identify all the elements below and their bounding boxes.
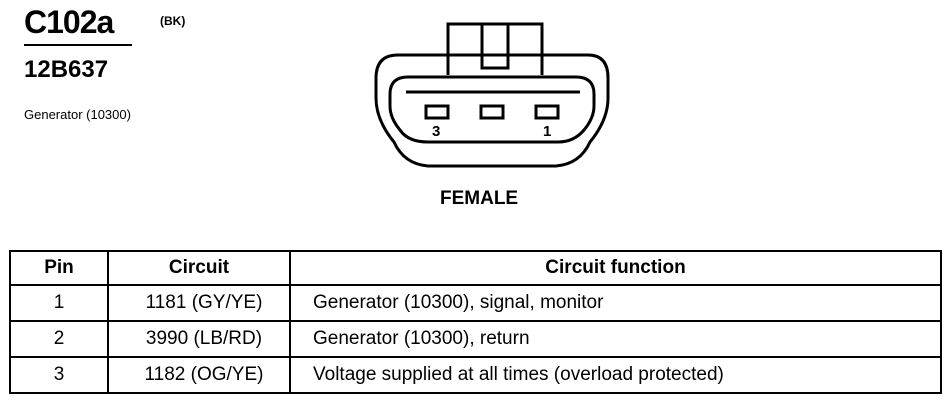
circuit-cell: 1182 (OG/YE): [107, 356, 291, 394]
table-header-row: Pin Circuit Circuit function: [9, 250, 942, 286]
column-header-function: Circuit function: [289, 250, 942, 286]
pin-cell: 3: [9, 356, 109, 394]
connector-face-diagram: 3 1: [374, 22, 610, 168]
component-name: Generator (10300): [24, 107, 131, 122]
table-row: 1 1181 (GY/YE) Generator (10300), signal…: [9, 284, 942, 322]
face-pin-label-1: 1: [543, 123, 551, 140]
table-row: 3 1182 (OG/YE) Voltage supplied at all t…: [9, 356, 942, 394]
title-underline: [24, 44, 132, 46]
function-cell: Generator (10300), signal, monitor: [289, 284, 942, 322]
pin-cavity-1: [534, 104, 560, 120]
table-row: 2 3990 (LB/RD) Generator (10300), return: [9, 320, 942, 358]
part-number: 12B637: [24, 56, 109, 83]
face-pin-label-3: 3: [432, 123, 440, 140]
column-header-circuit: Circuit: [107, 250, 291, 286]
locking-tab: [446, 22, 544, 75]
color-code: (BK): [160, 14, 186, 28]
pin-cavity-3: [424, 104, 450, 120]
connector-id: C102a: [24, 4, 114, 40]
circuit-cell: 1181 (GY/YE): [107, 284, 291, 322]
circuit-cell: 3990 (LB/RD): [107, 320, 291, 358]
function-cell: Voltage supplied at all times (overload …: [289, 356, 942, 394]
pin-cell: 1: [9, 284, 109, 322]
locking-tab-notch: [480, 24, 510, 70]
column-header-pin: Pin: [9, 250, 109, 286]
housing-inner: [388, 75, 596, 144]
housing-outer: [374, 53, 610, 168]
pin-cavity-2: [479, 104, 505, 120]
function-cell: Generator (10300), return: [289, 320, 942, 358]
pin-cell: 2: [9, 320, 109, 358]
gender-label: FEMALE: [440, 188, 519, 209]
pin-table: Pin Circuit Circuit function 1 1181 (GY/…: [9, 250, 942, 394]
